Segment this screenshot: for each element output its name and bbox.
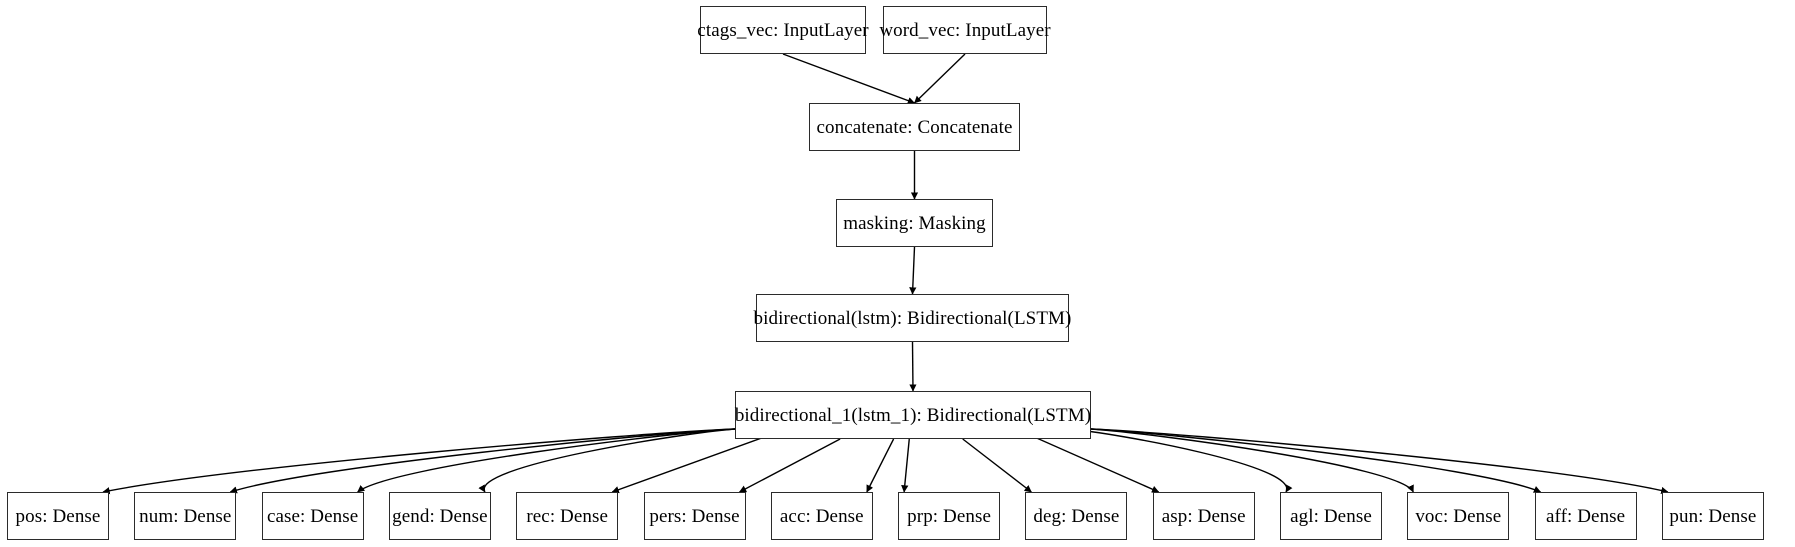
node-label: pun: Dense	[1669, 505, 1757, 527]
edge	[1069, 428, 1293, 493]
node-label: prp: Dense	[907, 505, 992, 527]
edge	[1090, 428, 1414, 493]
edge	[1090, 428, 1669, 494]
node-label: rec: Dense	[526, 505, 609, 527]
output-node-pun[interactable]: pun: Dense	[1661, 492, 1764, 540]
node-label: deg: Dense	[1033, 505, 1120, 527]
edge	[738, 438, 841, 493]
node-label: voc: Dense	[1415, 505, 1502, 527]
node-ctags-vec[interactable]: ctags_vec: InputLayer	[697, 6, 869, 54]
output-node-deg[interactable]: deg: Dense	[1025, 492, 1128, 540]
output-node-rec[interactable]: rec: Dense	[516, 492, 619, 540]
edge	[866, 438, 895, 493]
node-label: concatenate: Concatenate	[816, 116, 1013, 138]
node-masking[interactable]: masking: Masking	[836, 199, 993, 247]
output-node-gend[interactable]: gend: Dense	[388, 492, 491, 540]
output-node-pos[interactable]: pos: Dense	[7, 492, 109, 540]
edge	[229, 428, 736, 494]
node-label: bidirectional_1(lstm_1): Bidirectional(L…	[734, 404, 1092, 426]
edge	[782, 53, 916, 105]
output-node-voc[interactable]: voc: Dense	[1407, 492, 1510, 540]
edge	[357, 428, 736, 493]
node-label: asp: Dense	[1161, 505, 1246, 527]
output-node-case[interactable]: case: Dense	[261, 492, 364, 540]
node-label: masking: Masking	[843, 212, 986, 234]
output-node-aff[interactable]: aff: Dense	[1534, 492, 1637, 540]
output-node-prp[interactable]: prp: Dense	[898, 492, 1001, 540]
edge	[909, 341, 917, 392]
node-label: num: Dense	[139, 505, 232, 527]
node-label: ctags_vec: InputLayer	[697, 19, 869, 41]
node-label: word_vec: InputLayer	[879, 19, 1051, 41]
node-word-vec[interactable]: word_vec: InputLayer	[879, 6, 1051, 54]
edge	[914, 53, 966, 104]
node-label: gend: Dense	[392, 505, 488, 527]
node-concatenate[interactable]: concatenate: Concatenate	[809, 103, 1020, 151]
node-label: case: Dense	[266, 505, 359, 527]
output-node-asp[interactable]: asp: Dense	[1152, 492, 1255, 540]
edge	[901, 438, 910, 493]
edge	[102, 428, 736, 495]
output-node-num[interactable]: num: Dense	[134, 492, 237, 540]
node-label: acc: Dense	[779, 505, 864, 527]
output-node-acc[interactable]: acc: Dense	[770, 492, 873, 540]
node-label: pers: Dense	[649, 505, 740, 527]
output-node-agl[interactable]: agl: Dense	[1280, 492, 1382, 540]
edge	[478, 428, 736, 493]
node-bidirectional-lstm[interactable]: bidirectional(lstm): Bidirectional(LSTM)	[754, 294, 1071, 342]
node-label: aff: Dense	[1545, 505, 1626, 527]
edge	[962, 438, 1032, 493]
edge	[1090, 428, 1542, 493]
output-node-pers[interactable]: pers: Dense	[643, 492, 746, 540]
node-bidirectional-1-lstm-1[interactable]: bidirectional_1(lstm_1): Bidirectional(L…	[735, 391, 1091, 439]
edge	[909, 246, 917, 295]
node-label: agl: Dense	[1290, 505, 1372, 527]
node-label: pos: Dense	[15, 505, 101, 527]
node-label: bidirectional(lstm): Bidirectional(LSTM)	[753, 307, 1072, 329]
